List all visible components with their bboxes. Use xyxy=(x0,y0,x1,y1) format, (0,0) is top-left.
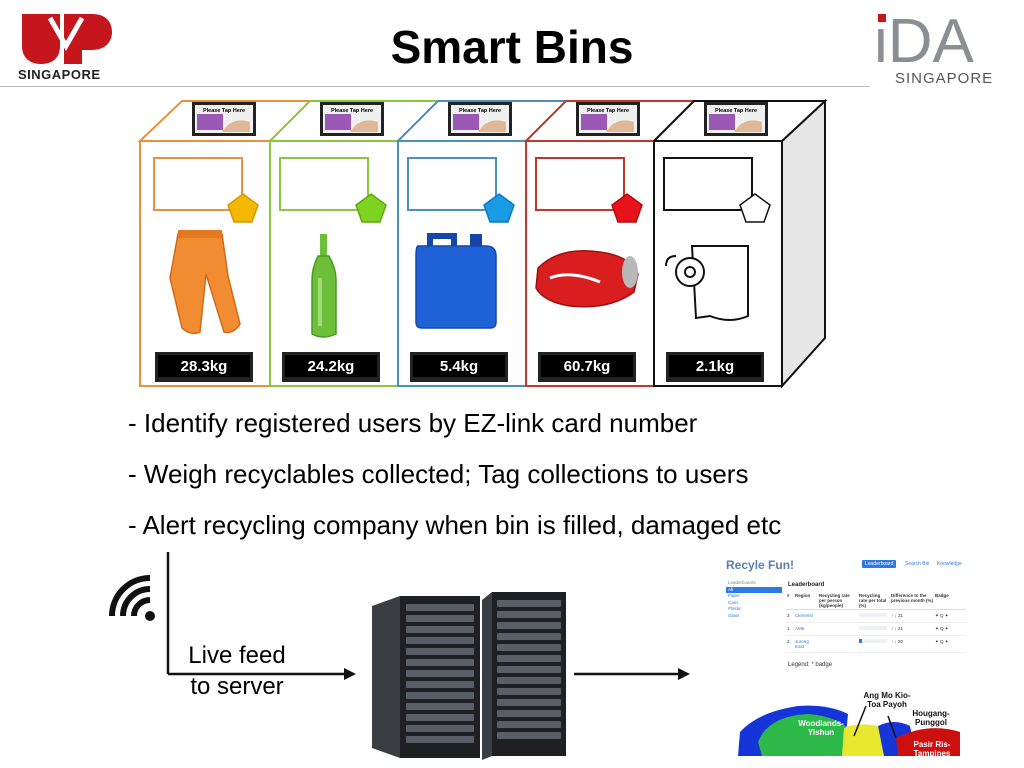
pentagon-icon xyxy=(739,193,771,223)
header-divider xyxy=(0,86,870,87)
svg-text:Please Tap Here: Please Tap Here xyxy=(587,108,629,114)
dashboard-title: Recyle Fun! xyxy=(726,558,795,572)
weight-display xyxy=(155,352,253,382)
wifi-icon xyxy=(109,575,155,621)
card-reader-icon: Please Tap Here xyxy=(320,102,384,136)
weight-display xyxy=(282,352,380,382)
map-label-amk: Ang Mo Kio- Toa Payoh xyxy=(863,691,911,709)
left-logo-text: SINGAPORE xyxy=(18,67,101,82)
map-region-woodlands xyxy=(758,714,848,756)
card-reader-icon: Please Tap Here xyxy=(192,102,256,136)
recycle-fun-dashboard: Recyle Fun! Leaderboard Search Bin Knowl… xyxy=(722,552,970,690)
dashboard-sidebar: Leaderboards All Paper Cans Plastic Glas… xyxy=(726,580,782,619)
map-label-woodlands: Woodlands- Yishun xyxy=(798,719,844,737)
dashboard-legend: Legend: * badge xyxy=(788,662,833,668)
table-row: 3 Clementi ↑ ↓ 21 ✦ Q ✦ xyxy=(786,609,966,623)
flow-arrows xyxy=(166,552,690,680)
svg-text:Please Tap Here: Please Tap Here xyxy=(715,108,757,114)
pants-icon xyxy=(169,230,241,335)
table-row: 1 AMK ↑ ↓ 21 ✦ Q ✦ xyxy=(786,622,966,636)
svg-text:Please Tap Here: Please Tap Here xyxy=(203,108,245,114)
map-region-amk xyxy=(842,724,884,756)
sidebar-item-all[interactable]: All xyxy=(726,586,782,593)
weight-display xyxy=(538,352,636,382)
map-label-hougang: Hougang- Punggol xyxy=(912,709,950,727)
bullet-identify: - Identify registered users by EZ-link c… xyxy=(128,408,698,438)
slide-title: Smart Bins xyxy=(390,21,634,73)
server-racks-icon xyxy=(372,592,566,760)
bullet-weigh: - Weigh recyclables collected; Tag colle… xyxy=(128,459,749,489)
plastic-jerrycan-icon xyxy=(415,233,497,329)
rate-bar-fill xyxy=(859,639,863,643)
svg-text:Please Tap Here: Please Tap Here xyxy=(459,108,501,114)
table-header-row: # Region Recycling rate per person (kg/p… xyxy=(786,592,966,610)
leaderboard-title: Leaderboard xyxy=(788,582,825,588)
bin-weight-label: 2.1kg xyxy=(695,358,735,375)
sidebar-item-glass[interactable]: Glass xyxy=(728,612,740,618)
live-feed-label: Live feed to server xyxy=(188,642,286,700)
pentagon-icon xyxy=(483,193,515,223)
arrow-right-icon xyxy=(678,668,690,680)
card-reader-icon: Please Tap Here xyxy=(704,102,768,136)
sidebar-item-plastic[interactable]: Plastic xyxy=(728,606,742,611)
card-reader-icon: Please Tap Here xyxy=(576,102,640,136)
crushed-can-icon xyxy=(535,249,639,308)
sidebar-item-paper[interactable]: Paper xyxy=(728,593,741,598)
up-singapore-logo xyxy=(22,14,112,64)
right-logo-text: SINGAPORE xyxy=(895,70,994,87)
smart-bins-illustration: Please Tap Here Please Tap Here Please T… xyxy=(137,98,828,389)
glass-bottle-icon xyxy=(311,234,337,338)
weight-display xyxy=(666,352,764,382)
bin-weight-label: 28.3kg xyxy=(180,358,228,375)
singapore-region-map xyxy=(738,705,960,756)
bin-front xyxy=(269,140,399,387)
bin-weight-label: 24.2kg xyxy=(307,358,355,375)
table-row: 2 Jurong East ↑ ↓ 20 ✦ Q ✦ xyxy=(786,635,966,653)
map-label-pasir: Pasir Ris- Tampines xyxy=(913,740,951,758)
tab-search-bin[interactable]: Search Bin xyxy=(905,561,930,567)
sidebar-item-cans[interactable]: Cans xyxy=(728,599,739,605)
sidebar-header: Leaderboards xyxy=(728,580,756,585)
bullet-alert: - Alert recycling company when bin is fi… xyxy=(128,510,782,540)
ida-logo-mark: iDA xyxy=(874,8,975,68)
arrow-right-icon xyxy=(344,668,356,680)
tab-knowledge[interactable]: Knowledge xyxy=(937,561,962,567)
map-region-pasir xyxy=(896,728,960,756)
pentagon-icon xyxy=(355,193,387,223)
svg-text:Please Tap Here: Please Tap Here xyxy=(331,108,373,114)
tab-leaderboard[interactable]: Leaderboard xyxy=(862,560,897,568)
ida-singapore-logo: iDA xyxy=(874,8,975,68)
bin-side-panel xyxy=(781,98,826,389)
toilet-paper-icon xyxy=(665,245,749,321)
pentagon-icon xyxy=(611,193,643,223)
leaderboard-table: # Region Recycling rate per person (kg/p… xyxy=(786,592,966,653)
bin-weight-label: 60.7kg xyxy=(563,358,611,375)
card-reader-icon: Please Tap Here xyxy=(448,102,512,136)
weight-display xyxy=(410,352,508,382)
pentagon-icon xyxy=(227,193,259,223)
bin-weight-label: 5.4kg xyxy=(439,358,479,375)
